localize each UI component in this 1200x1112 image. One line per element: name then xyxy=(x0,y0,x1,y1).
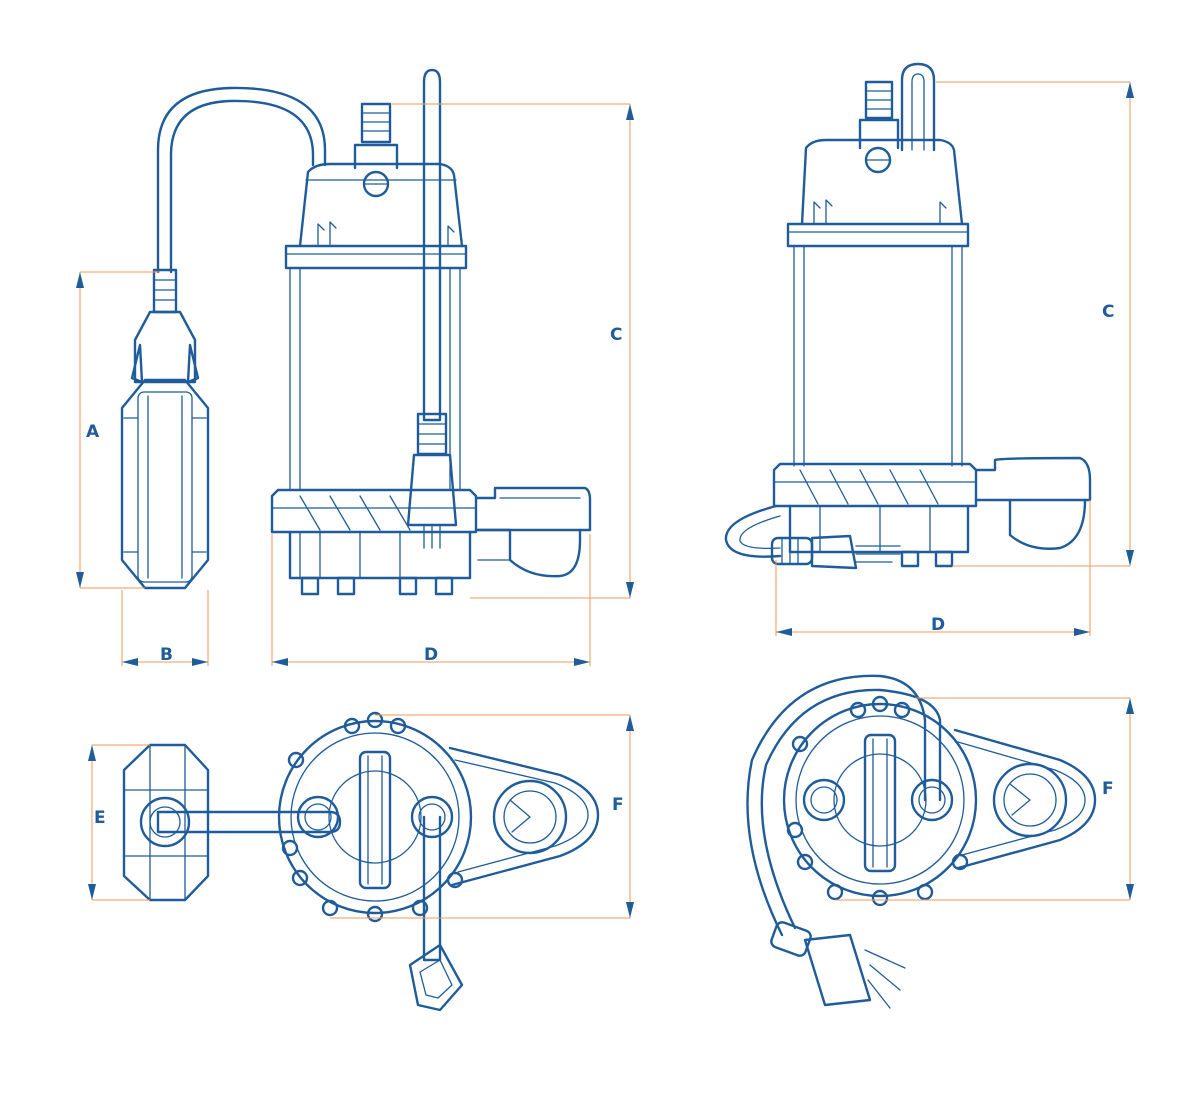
dim-label-a: A xyxy=(86,422,100,442)
dim-label-f-top-right: F xyxy=(1102,779,1114,799)
dim-label-f-top-left: F xyxy=(612,795,624,815)
float-switch-front-view xyxy=(120,86,327,590)
dim-label-b: B xyxy=(160,645,173,665)
dim-label-c-front: C xyxy=(610,325,622,345)
dim-label-d-side: D xyxy=(931,615,945,635)
pump-front-view xyxy=(270,68,592,596)
dim-label-e: E xyxy=(94,808,106,828)
dim-label-c-side: C xyxy=(1102,302,1114,322)
dimension-labels: A B C D C D E F F xyxy=(86,302,1114,828)
pump-top-view-right xyxy=(746,674,1097,1009)
dimension-lines xyxy=(76,81,1134,919)
dim-label-d-front: D xyxy=(424,645,438,665)
pump-side-view xyxy=(724,62,1092,570)
pump-top-view-left xyxy=(277,711,600,1012)
